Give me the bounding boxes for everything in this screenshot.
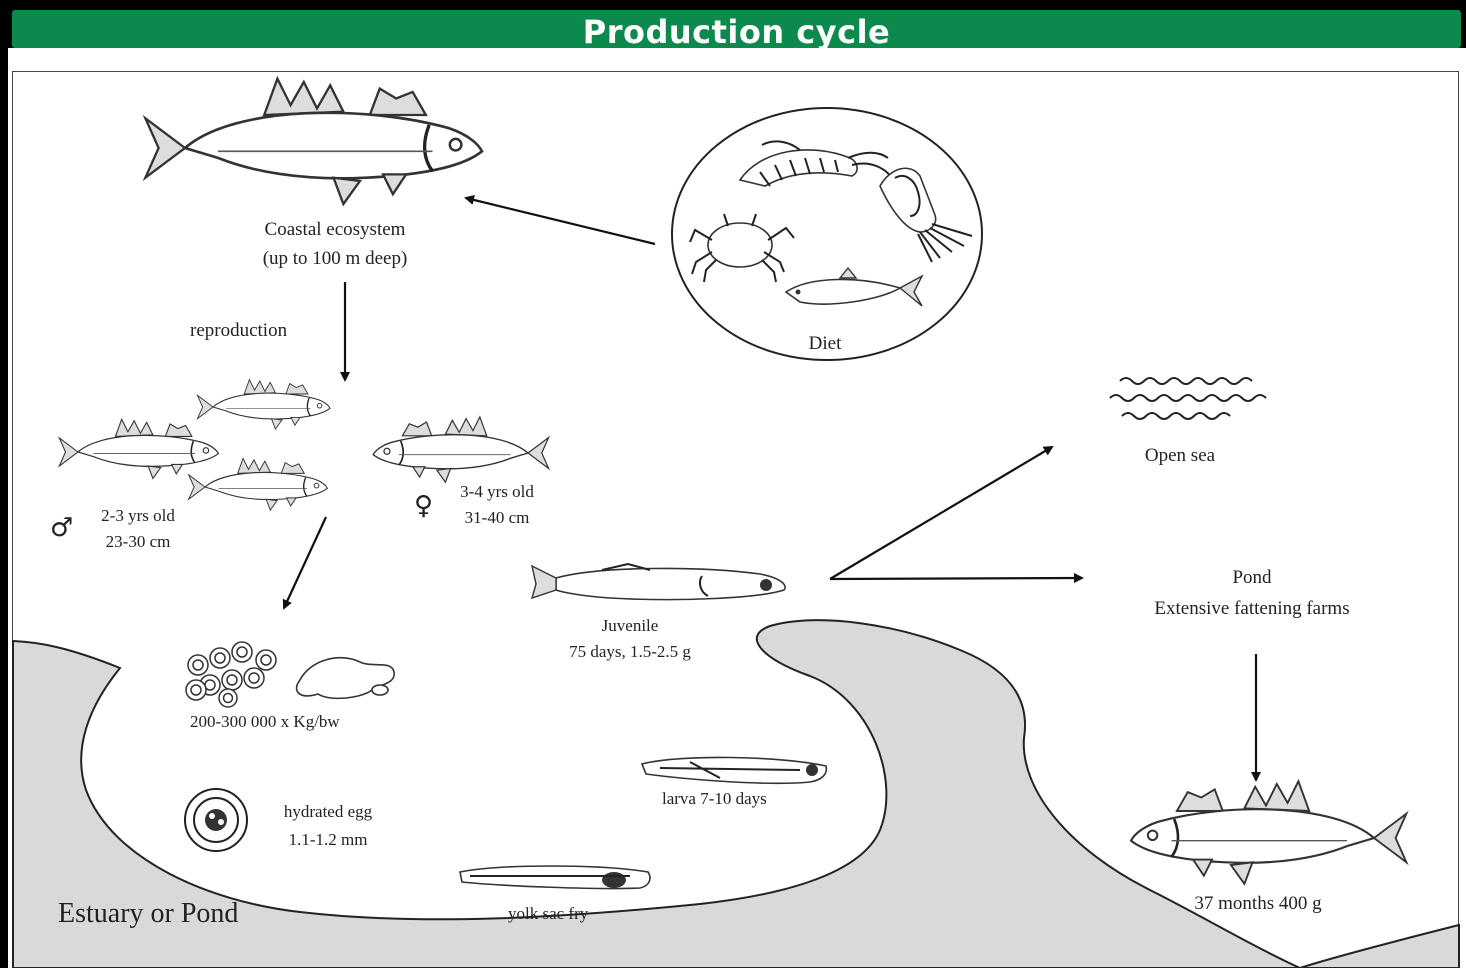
male-symbol: ♂ [50,515,73,541]
arrow-to-eggs [284,517,326,608]
yolk-sac-fry-label: yolk sac fry [508,902,588,926]
female-symbol: ♀ [414,493,433,519]
juvenile-fish-icon [532,564,785,600]
male-size-label: 23-30 cm [80,530,196,554]
male-fish-2 [59,419,218,478]
hydrated-egg-icon [185,789,247,851]
hydrated-egg-label-1: hydrated egg [262,800,394,824]
coastal-label-2: (up to 100 m deep) [215,247,455,271]
female-age-label: 3-4 yrs old [440,480,554,504]
sea-bass-icon [145,79,482,204]
reproduction-label: reproduction [190,319,287,343]
juvenile-label-2: 75 days, 1.5-2.5 g [540,640,720,664]
arrow-to-open-sea [830,447,1052,579]
hydrated-egg-label-2: 1.1-1.2 mm [262,828,394,852]
juvenile-label-1: Juvenile [540,614,720,638]
arrow-diet-to-fish [466,198,655,244]
pond-label-1: Pond [1110,566,1394,590]
eggs-label: 200-300 000 x Kg/bw [190,710,340,734]
final-fish-label: 37 months 400 g [1150,892,1366,916]
final-sea-bass-icon [1131,781,1406,884]
male-fish-3 [189,458,328,510]
arrow-to-pond [830,578,1082,579]
male-age-label: 2-3 yrs old [80,504,196,528]
female-size-label: 31-40 cm [440,506,554,530]
pond-label-2: Extensive fattening farms [1110,597,1394,621]
open-sea-label: Open sea [1110,444,1250,468]
larva-icon [642,757,826,783]
crab-icon [690,214,794,282]
small-fish-icon [786,268,922,306]
yolk-sac-fry-icon [460,866,650,889]
shrimp-icon [740,141,892,186]
male-fish-1 [197,380,330,429]
female-fish [373,417,548,482]
spawn-mass-icon [297,658,395,699]
squid-icon [880,168,972,262]
larva-label: larva 7-10 days [662,787,767,811]
egg-cluster-icon [186,642,276,707]
coastal-label-1: Coastal ecosystem [215,218,455,242]
estuary-label: Estuary or Pond [58,902,238,926]
waves-icon [1110,378,1266,419]
diet-label: Diet [785,332,865,356]
